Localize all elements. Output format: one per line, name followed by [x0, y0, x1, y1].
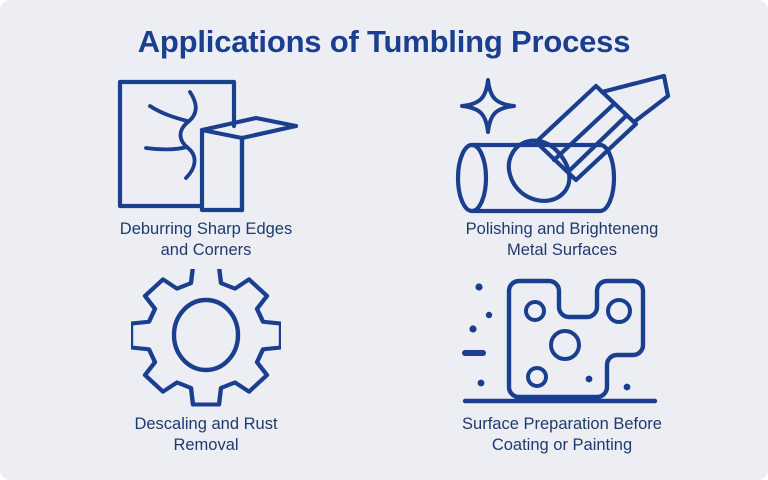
notched-metal-plate-with-holes-icon: [457, 267, 667, 412]
application-caption: Deburring Sharp Edges and Corners: [119, 219, 293, 259]
applications-grid: Deburring Sharp Edges and Corners: [34, 72, 734, 456]
deburring-plate-and-cube-icon: [106, 72, 306, 217]
polishing-tool-on-cylinder-icon: [450, 72, 675, 217]
application-caption: Polishing and Brighteneng Metal Surfaces: [465, 219, 659, 259]
application-item-surface-preparation: Surface Preparation Before Coating or Pa…: [390, 267, 734, 456]
application-caption: Surface Preparation Before Coating or Pa…: [462, 414, 662, 454]
application-item-polishing: Polishing and Brighteneng Metal Surfaces: [390, 72, 734, 261]
application-item-descaling: Descaling and Rust Removal: [34, 267, 378, 456]
gear-icon: [131, 267, 281, 412]
page-title: Applications of Tumbling Process: [137, 24, 631, 59]
application-item-deburring: Deburring Sharp Edges and Corners: [34, 72, 378, 261]
application-caption: Descaling and Rust Removal: [134, 414, 278, 454]
